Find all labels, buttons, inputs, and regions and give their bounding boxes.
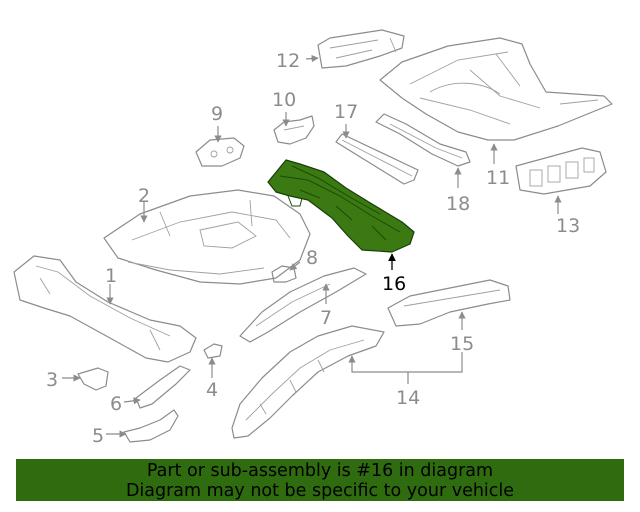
callout-5: 5 — [92, 425, 104, 447]
part-2-floor-pan — [103, 189, 311, 285]
part-14-side-member — [231, 325, 385, 439]
part-6-brace — [135, 365, 191, 409]
callout-15: 15 — [450, 333, 474, 355]
callout-11: 11 — [486, 167, 510, 189]
info-banner: Part or sub-assembly is #16 in diagram D… — [16, 459, 624, 501]
banner-line-part-info: Part or sub-assembly is #16 in diagram — [146, 461, 494, 481]
part-5-brace — [123, 409, 179, 443]
part-8-clip — [271, 265, 297, 283]
callout-3: 3 — [46, 369, 58, 391]
part-4-clip — [203, 343, 223, 359]
parts-diagram: 12 11 17 18 13 10 9 2 16 8 1 7 15 14 4 3… — [13, 29, 613, 447]
part-15-rail — [387, 279, 511, 327]
callout-14: 14 — [396, 387, 420, 409]
callout-2: 2 — [138, 185, 150, 207]
part-11-rear-floor-pan — [379, 37, 613, 141]
callout-12: 12 — [276, 50, 300, 72]
callout-8: 8 — [306, 247, 318, 269]
part-3-bracket — [77, 367, 109, 391]
callout-18: 18 — [446, 193, 470, 215]
callout-17: 17 — [334, 101, 358, 123]
leader-14-right — [348, 352, 463, 373]
part-9-bracket — [195, 137, 245, 167]
callout-16: 16 — [382, 273, 406, 295]
callout-9: 9 — [211, 103, 223, 125]
callout-7: 7 — [320, 307, 332, 329]
part-1-side-rail — [13, 255, 197, 363]
part-13-panel — [515, 147, 607, 195]
callout-4: 4 — [206, 379, 218, 401]
callout-10: 10 — [272, 89, 296, 111]
part-12-bracket — [317, 29, 405, 69]
leader-12 — [305, 54, 319, 63]
part-18-cross-bar — [375, 113, 471, 167]
part-17-rail — [335, 133, 419, 185]
callout-1: 1 — [105, 265, 117, 287]
leader-8 — [289, 261, 301, 271]
banner-line-disclaimer: Diagram may not be specific to your vehi… — [125, 481, 515, 501]
callout-6: 6 — [110, 393, 122, 415]
part-16-crossmember-highlighted — [267, 159, 415, 253]
part-10-bracket — [273, 115, 315, 145]
part-7-inner-rail — [239, 267, 367, 343]
callout-13: 13 — [556, 215, 580, 237]
leader-6 — [123, 397, 141, 405]
